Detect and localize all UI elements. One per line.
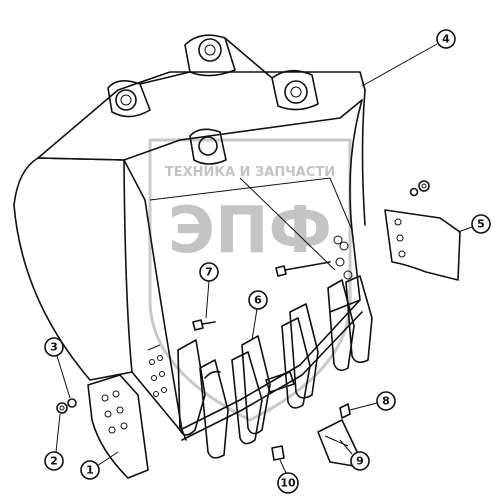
callout-6: 6: [248, 290, 268, 310]
svg-text:6: 6: [254, 294, 262, 307]
callout-2: 2: [44, 451, 64, 471]
svg-text:7: 7: [205, 266, 213, 279]
side-cutter-left: [87, 344, 167, 479]
svg-text:9: 9: [356, 455, 364, 468]
callout-1: 1: [80, 460, 100, 480]
leader-lines: [55, 43, 473, 476]
watermark-top-text: ТЕХНИКА И ЗАПЧАСТИ: [165, 165, 335, 180]
mounting-ears: [107, 34, 319, 165]
svg-text:4: 4: [442, 33, 450, 46]
nut-washer-left: [56, 398, 77, 414]
svg-text:8: 8: [382, 395, 390, 408]
svg-text:3: 3: [50, 341, 58, 354]
callout-7: 7: [199, 262, 219, 282]
callout-4: 4: [436, 29, 456, 49]
svg-text:2: 2: [50, 455, 58, 468]
bucket-teeth: [177, 275, 373, 459]
callout-9: 9: [350, 451, 370, 471]
nut-washer-right: [409, 180, 430, 197]
svg-text:1: 1: [86, 464, 94, 477]
svg-text:10: 10: [280, 477, 296, 490]
callout-8: 8: [376, 391, 396, 411]
callout-5: 5: [471, 214, 491, 234]
watermark-logo: ТЕХНИКА И ЗАПЧАСТИ ЭПФ: [148, 138, 352, 422]
bucket-body: [13, 71, 366, 441]
watermark-logo-text: ЭПФ: [168, 194, 332, 268]
tooth-pin: [265, 371, 295, 461]
svg-text:5: 5: [477, 218, 485, 231]
bolts: [192, 261, 331, 331]
callout-3: 3: [44, 337, 64, 357]
callout-10: 10: [277, 472, 299, 494]
side-cutter-right: [333, 209, 461, 281]
